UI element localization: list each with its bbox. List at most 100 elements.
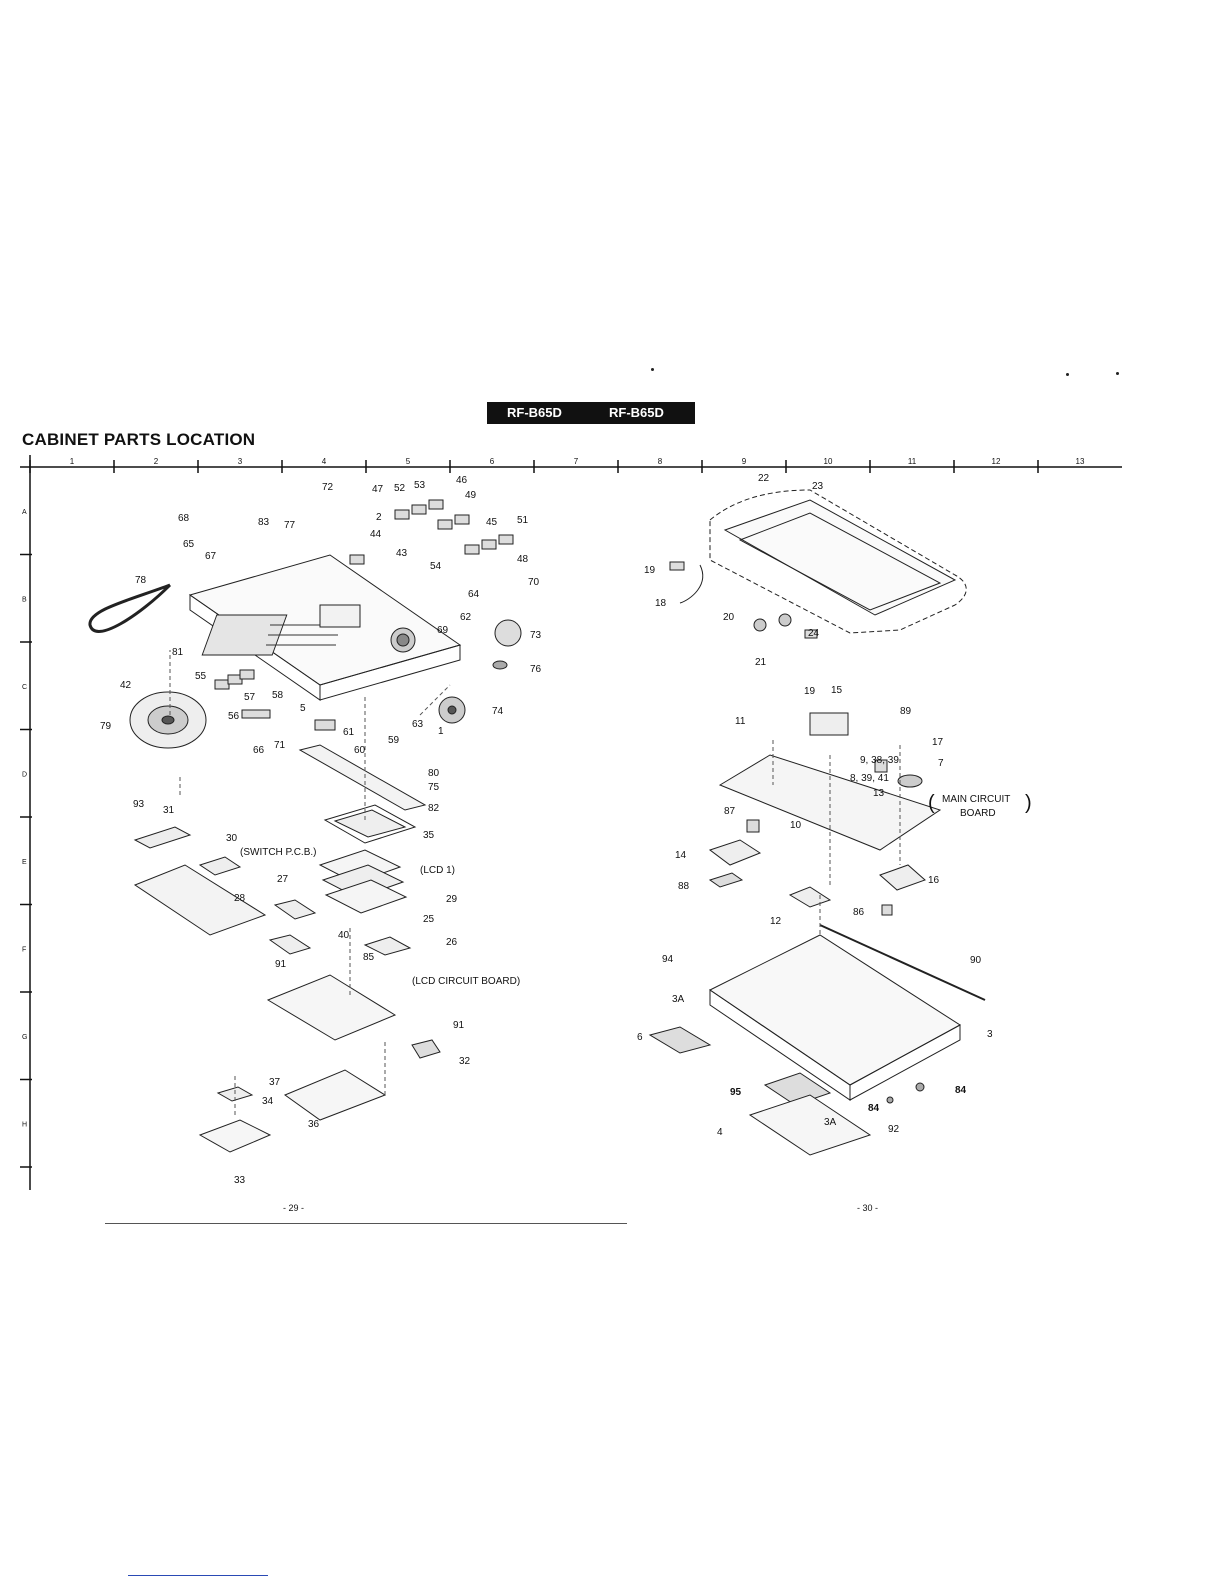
grid-row-label: F xyxy=(22,946,26,953)
callout-label: 16 xyxy=(928,875,940,886)
callout-label: 4 xyxy=(717,1127,723,1138)
grid-row-label: D xyxy=(22,771,27,778)
callout-label: 73 xyxy=(530,630,542,641)
footer-link-line xyxy=(128,1575,268,1576)
callout-label: 92 xyxy=(888,1124,900,1135)
callout-label: 12 xyxy=(770,916,782,927)
callout-label: 87 xyxy=(724,806,736,817)
callout-label: 34 xyxy=(262,1096,274,1107)
callout-label: 93 xyxy=(133,799,145,810)
grid-row-label: B xyxy=(22,596,27,603)
main-circuit-label-2: BOARD xyxy=(960,808,996,819)
callout-label: 29 xyxy=(446,894,458,905)
callout-label: 45 xyxy=(486,517,498,528)
callout-label: 59 xyxy=(388,735,400,746)
callout-label: 15 xyxy=(831,685,843,696)
callout-label: 82 xyxy=(428,803,440,814)
callout-label: 54 xyxy=(430,561,442,572)
grid-column-label: 11 xyxy=(908,457,917,466)
callout-label: 62 xyxy=(460,612,472,623)
callout-label: 21 xyxy=(755,657,767,668)
callout-label: 94 xyxy=(662,954,674,965)
callout-label: 42 xyxy=(120,680,132,691)
callout-label: 51 xyxy=(517,515,529,526)
callout-label: 57 xyxy=(244,692,256,703)
callout-label: 91 xyxy=(453,1020,465,1031)
callout-label: 95 xyxy=(730,1087,742,1098)
callout-label: 18 xyxy=(655,598,667,609)
callout-label: 69 xyxy=(437,625,449,636)
callout-label: 26 xyxy=(446,937,458,948)
callout-label: 28 xyxy=(234,893,246,904)
callout-label: 84 xyxy=(955,1085,967,1096)
callout-label: 20 xyxy=(723,612,735,623)
callout-label: 53 xyxy=(414,480,426,491)
callout-label: 25 xyxy=(423,914,435,925)
callout-label: 79 xyxy=(100,721,112,732)
callout-label: 24 xyxy=(808,628,820,639)
callout-label: 3A xyxy=(824,1117,837,1128)
callout-label: 72 xyxy=(322,482,334,493)
callout-label: 14 xyxy=(675,850,687,861)
callout-label: 78 xyxy=(135,575,147,586)
callout-label: 47 xyxy=(372,484,384,495)
callout-label: 13 xyxy=(873,788,885,799)
model-number-left: RF-B65D xyxy=(507,405,562,420)
callout-label: 91 xyxy=(275,959,287,970)
chassis-drawing xyxy=(648,489,986,1156)
grid-column-label: 8 xyxy=(658,457,663,466)
lcd1-label: (LCD 1) xyxy=(420,865,455,876)
grid-column-label: 6 xyxy=(490,457,495,466)
callout-label: 6 xyxy=(637,1032,643,1043)
callout-label: 90 xyxy=(970,955,982,966)
callout-label: 2 xyxy=(376,512,382,523)
callout-label: 64 xyxy=(468,589,480,600)
callout-label: 49 xyxy=(465,490,477,501)
callout-label: 80 xyxy=(428,768,440,779)
callout-label: 60 xyxy=(354,745,366,756)
callout-label: 88 xyxy=(678,881,690,892)
grid-column-label: 2 xyxy=(154,457,159,466)
main-circuit-label: MAIN CIRCUIT xyxy=(942,794,1010,805)
callout-label: 23 xyxy=(812,481,824,492)
callout-label: 58 xyxy=(272,690,284,701)
callout-label: 81 xyxy=(172,647,184,658)
callout-label: 77 xyxy=(284,520,296,531)
callout-label: 86 xyxy=(853,907,865,918)
callout-label: 89 xyxy=(900,706,912,717)
callout-label: 71 xyxy=(274,740,286,751)
grid-column-label: 1 xyxy=(70,457,75,466)
radio-cabinet-drawing xyxy=(88,499,522,1153)
callout-label: 5 xyxy=(300,703,306,714)
callout-label: 7 xyxy=(938,758,944,769)
callout-label: 52 xyxy=(394,483,406,494)
callout-label: 75 xyxy=(428,782,440,793)
model-number-bar: RF-B65D RF-B65D xyxy=(487,402,695,424)
model-number-right: RF-B65D xyxy=(609,405,664,420)
column-ticks xyxy=(20,460,1039,1168)
callout-label: 1 xyxy=(438,726,444,737)
grid-row-label: E xyxy=(22,859,27,866)
page-title: CABINET PARTS LOCATION xyxy=(22,430,256,449)
note-8-39-41: 8, 39, 41 xyxy=(850,773,889,784)
callout-label: 43 xyxy=(396,548,408,559)
callout-label: 55 xyxy=(195,671,207,682)
grid-column-label: 3 xyxy=(238,457,243,466)
callout-label: 70 xyxy=(528,577,540,588)
grid-row-label: H xyxy=(22,1121,27,1128)
callout-label: 3 xyxy=(987,1029,993,1040)
callout-label: 3A xyxy=(672,994,685,1005)
callout-label: 32 xyxy=(459,1056,471,1067)
grid-column-label: 12 xyxy=(992,457,1001,466)
callout-label: 11 xyxy=(735,716,746,727)
part-callouts: 72 46 47 52 53 49 68 83 77 44 45 51 2 43… xyxy=(100,473,993,1186)
callout-label: 63 xyxy=(412,719,424,730)
callout-label: 46 xyxy=(456,475,468,486)
paren-open: ( xyxy=(928,792,935,814)
callout-label: 48 xyxy=(517,554,529,565)
callout-label: 67 xyxy=(205,551,217,562)
grid-row-label: C xyxy=(22,684,27,691)
callout-label: 10 xyxy=(790,820,802,831)
